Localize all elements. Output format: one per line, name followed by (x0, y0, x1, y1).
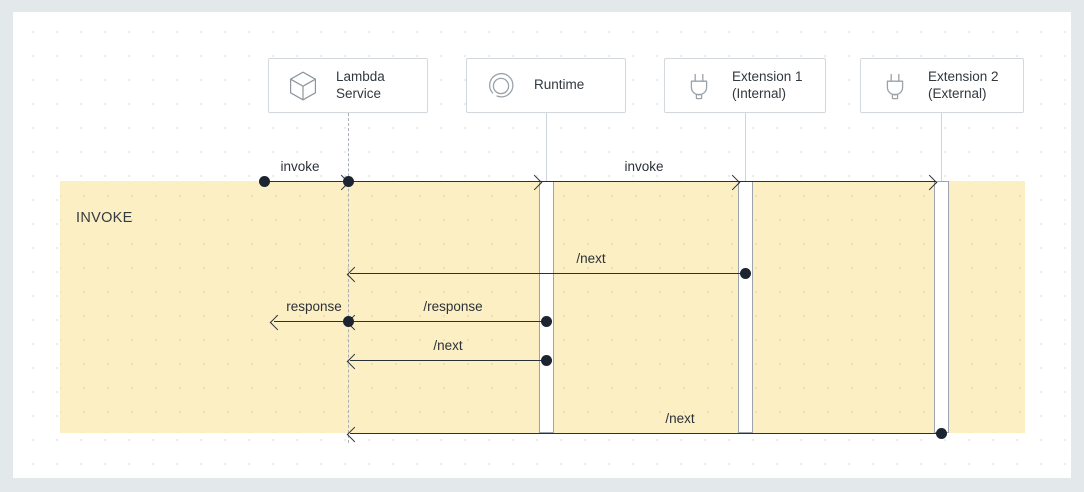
lifeline-lambda-service (348, 113, 349, 443)
activation-bar-extension-2 (934, 181, 949, 433)
runtime-circle-icon (481, 66, 521, 106)
activation-bar-extension-1 (738, 181, 753, 433)
cube-icon (283, 66, 323, 106)
message-origin-dot (541, 316, 552, 327)
message-origin-dot (936, 428, 947, 439)
message-line-response-caller (274, 321, 348, 322)
plug-icon (679, 66, 719, 106)
message-label-invoke-2: invoke (624, 159, 664, 174)
participant-runtime[interactable]: Runtime (466, 58, 626, 113)
message-label-response-caller: response (286, 299, 342, 314)
message-label-next-ext1: /next (576, 251, 606, 266)
message-origin-dot (740, 268, 751, 279)
participant-extension-1[interactable]: Extension 1 (Internal) (664, 58, 826, 113)
participant-lambda-service[interactable]: Lambda Service (268, 58, 428, 113)
message-line-next-ext2 (350, 433, 942, 434)
message-line-next-runtime (350, 360, 547, 361)
lifeline-runtime (546, 113, 547, 183)
lifeline-extension-2 (941, 113, 942, 183)
participant-extension-2[interactable]: Extension 2 (External) (860, 58, 1024, 113)
message-label-next-ext2: /next (665, 411, 695, 426)
invoke-phase-label: INVOKE (76, 210, 133, 226)
message-origin-dot (259, 176, 270, 187)
lifeline-extension-1 (745, 113, 746, 183)
plug-icon (875, 66, 915, 106)
message-origin-dot (343, 176, 354, 187)
message-origin-dot (541, 355, 552, 366)
message-line-response-runtime (350, 321, 547, 322)
message-origin-dot (343, 316, 354, 327)
message-label-next-runtime: /next (433, 338, 463, 353)
message-line-invoke-extensions (348, 181, 936, 182)
message-label-response: /response (423, 299, 483, 314)
message-line-next-ext1 (350, 273, 746, 274)
participant-label: Extension 2 (External) (928, 69, 999, 101)
participant-label: Runtime (534, 77, 585, 93)
message-label-invoke-1: invoke (280, 159, 320, 174)
participant-label: Lambda Service (336, 69, 385, 101)
participant-label: Extension 1 (Internal) (732, 69, 803, 101)
message-line-invoke-caller (265, 181, 343, 182)
activation-bar-runtime (539, 181, 554, 433)
